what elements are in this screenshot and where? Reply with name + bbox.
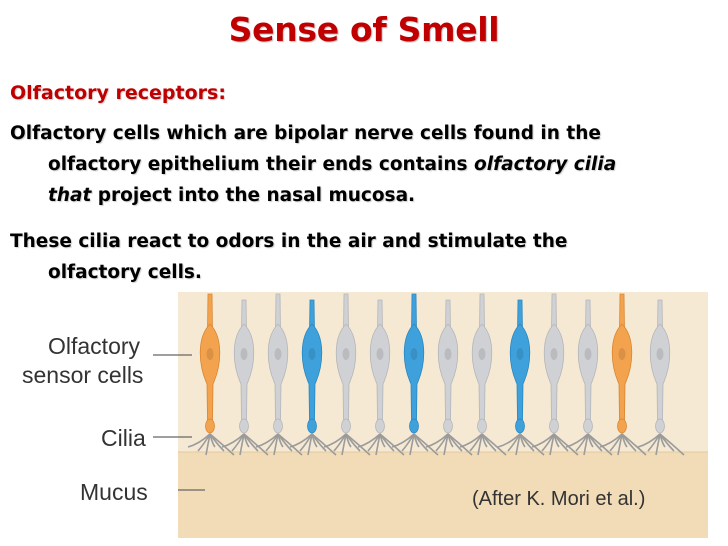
cell-nucleus <box>444 348 452 360</box>
cell-nucleus <box>240 348 248 360</box>
olfactory-sensor-cell <box>611 293 633 434</box>
cilia-tuft <box>531 433 579 456</box>
cell-knob <box>409 418 419 434</box>
cilium <box>209 433 235 456</box>
cell-nucleus <box>342 348 350 360</box>
cilia-tuft <box>323 433 371 456</box>
cilia-tuft <box>221 433 269 456</box>
olfactory-epithelium-diagram <box>153 292 708 538</box>
cilia-tuft <box>255 433 303 456</box>
cell-knob <box>443 418 453 434</box>
cilia-tuft <box>637 433 685 456</box>
cilium <box>481 433 507 456</box>
cilium <box>277 433 303 456</box>
label-mucus: Mucus <box>80 479 148 505</box>
cilium <box>553 433 579 456</box>
cilia-tuft <box>459 433 507 456</box>
cell-nucleus <box>656 348 664 360</box>
figure-credit: (After K. Mori et al.) <box>472 488 646 510</box>
olfactory-sensor-cell <box>403 293 425 434</box>
cell-nucleus <box>478 348 486 360</box>
paragraph-line: olfactory epithelium their ends contains… <box>10 149 710 180</box>
supporting-cell <box>267 293 289 434</box>
paragraph-text: Olfactory cells which are bipolar nerve … <box>10 123 601 144</box>
cell-knob <box>341 418 351 434</box>
cell-knob <box>307 418 317 434</box>
paragraph-cilia: These cilia react to odors in the air an… <box>10 226 710 288</box>
cell-knob <box>477 418 487 434</box>
supporting-cell <box>471 293 493 434</box>
cilia-tuft <box>425 433 473 456</box>
cilium <box>345 433 371 456</box>
cell-nucleus <box>618 348 626 360</box>
cilium <box>519 433 545 456</box>
paragraph-line: olfactory cells. <box>10 257 710 288</box>
supporting-cell <box>649 299 671 434</box>
paragraph-text: olfactory cells. <box>48 262 202 283</box>
supporting-cell <box>335 293 357 434</box>
paragraph-italic-text: that <box>48 185 92 206</box>
cell-nucleus <box>516 348 524 360</box>
olfactory-sensor-cell <box>199 293 221 434</box>
cilia-tuft <box>187 433 235 456</box>
cilia-tuft <box>599 433 647 456</box>
cilia-tuft <box>289 433 337 456</box>
cell-knob <box>239 418 249 434</box>
mucus-layer <box>178 452 708 538</box>
cell-knob <box>205 418 215 434</box>
cilia-tuft <box>497 433 545 456</box>
cell-nucleus <box>308 348 316 360</box>
paragraph-text: project into the nasal mucosa. <box>91 185 416 206</box>
olfactory-epithelium-figure: Olfactory sensor cells Cilia Mucus (Afte… <box>20 292 708 538</box>
olfactory-sensor-cell <box>509 299 531 434</box>
paragraph-text: These cilia react to odors in the air an… <box>10 231 568 252</box>
paragraph-text: olfactory epithelium their ends contains <box>48 154 475 175</box>
cell-nucleus <box>550 348 558 360</box>
cilium <box>311 433 337 456</box>
cells-layer <box>187 293 685 456</box>
cell-nucleus <box>274 348 282 360</box>
cilium <box>659 433 685 456</box>
cell-nucleus <box>410 348 418 360</box>
paragraph-line: Olfactory cells which are bipolar nerve … <box>10 118 710 149</box>
cell-knob <box>655 418 665 434</box>
paragraph-line: These cilia react to odors in the air an… <box>10 226 710 257</box>
supporting-cell <box>577 299 599 434</box>
cell-nucleus <box>584 348 592 360</box>
cell-knob <box>273 418 283 434</box>
label-cilia: Cilia <box>101 425 146 451</box>
cilia-tuft <box>565 433 613 456</box>
supporting-cell <box>437 299 459 434</box>
cell-nucleus <box>206 348 214 360</box>
supporting-cell <box>233 299 255 434</box>
paragraph-italic-text: olfactory cilia <box>474 154 617 175</box>
label-sensor-cells: sensor cells <box>22 362 144 388</box>
label-olfactory: Olfactory <box>48 333 141 359</box>
olfactory-sensor-cell <box>301 299 323 434</box>
cilium <box>243 433 269 456</box>
cell-knob <box>375 418 385 434</box>
cilium <box>587 433 613 456</box>
cilium <box>447 433 473 456</box>
supporting-cell <box>369 299 391 434</box>
cilium <box>379 433 405 456</box>
cell-knob <box>617 418 627 434</box>
cell-knob <box>515 418 525 434</box>
slide-title: Sense of Smell <box>228 10 500 49</box>
cell-knob <box>549 418 559 434</box>
paragraph-olfactory-cells: Olfactory cells which are bipolar nerve … <box>10 118 710 211</box>
paragraph-line: that project into the nasal mucosa. <box>10 180 710 211</box>
cilium <box>621 433 647 456</box>
cilium <box>413 433 439 456</box>
subheading: Olfactory receptors: <box>10 82 226 104</box>
cilia-tuft <box>357 433 405 456</box>
cell-knob <box>583 418 593 434</box>
cilia-tuft <box>391 433 439 456</box>
supporting-cell <box>543 293 565 434</box>
cell-nucleus <box>376 348 384 360</box>
